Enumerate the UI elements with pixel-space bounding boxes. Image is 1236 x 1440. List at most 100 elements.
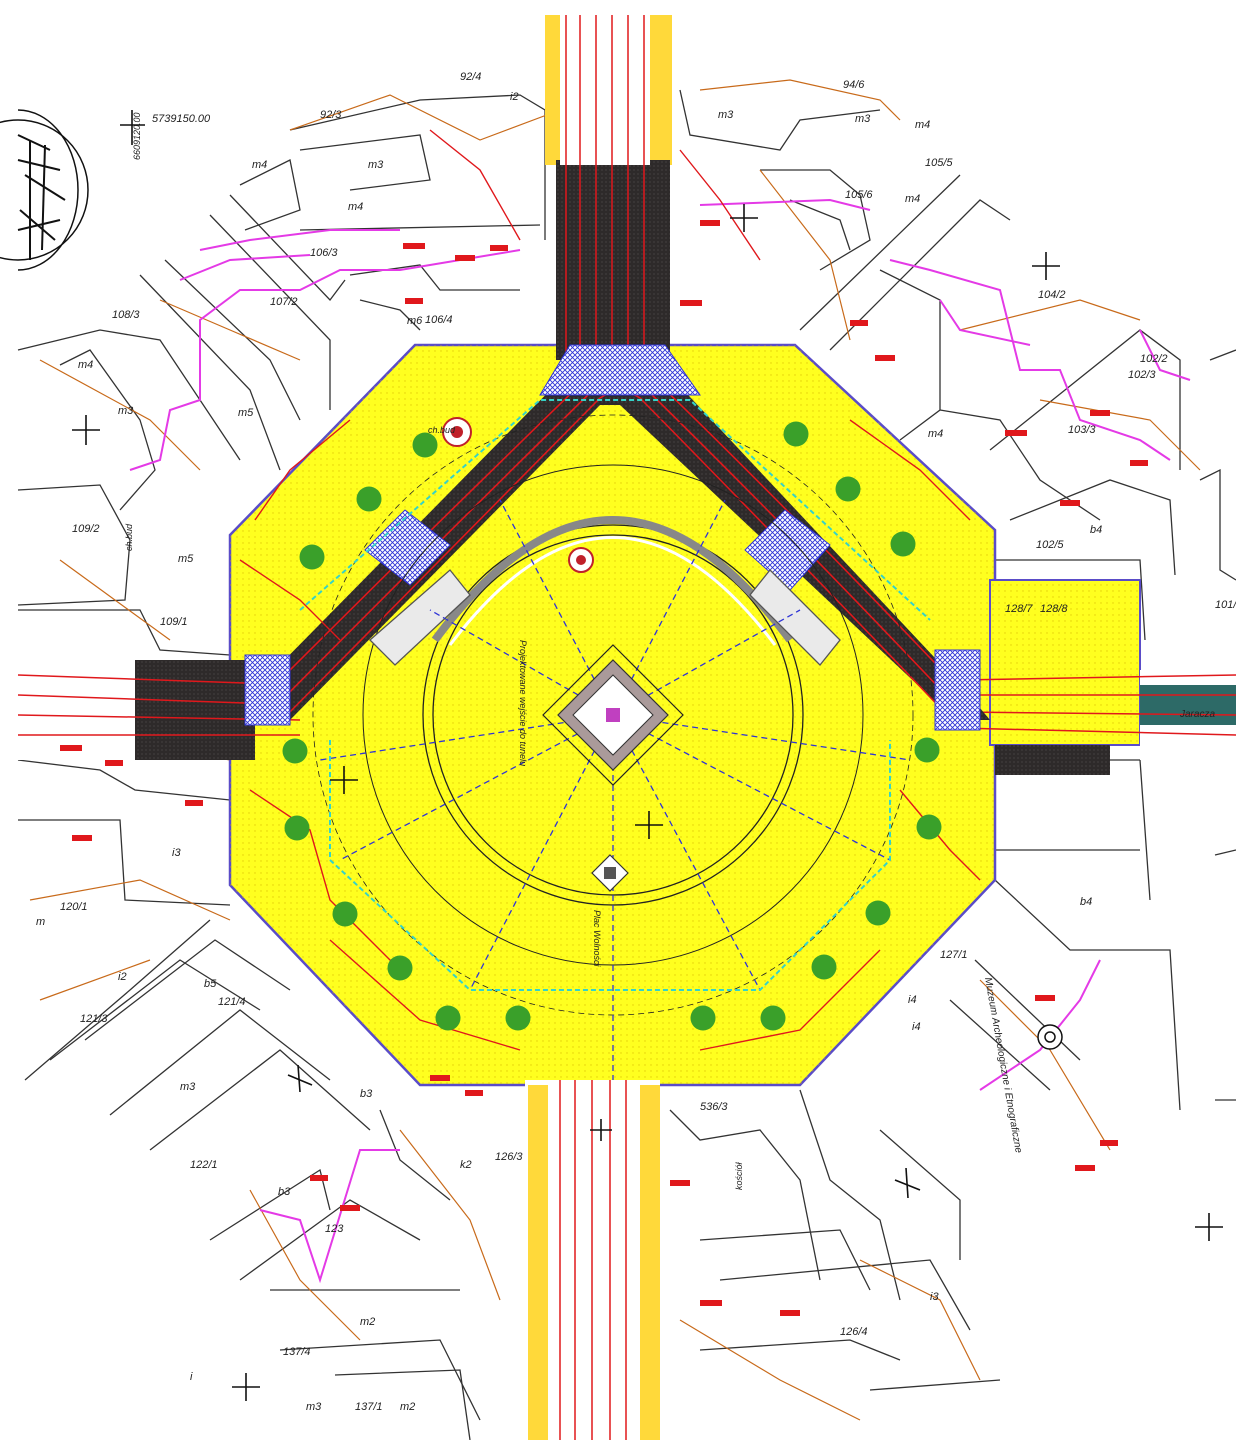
parcel-126-4: 126/4 bbox=[840, 1326, 868, 1338]
west-street bbox=[17, 660, 301, 760]
cyan-boundary-top bbox=[299, 399, 931, 621]
parcel-102-3: 102/3 bbox=[1128, 369, 1156, 381]
parcel-109-2: 109/2 bbox=[72, 523, 100, 535]
parcel-102-5: 102/5 bbox=[1036, 539, 1064, 551]
fountain-center bbox=[568, 547, 594, 573]
parcel-128-8: 128/8 bbox=[1040, 603, 1068, 615]
gas-network bbox=[129, 198, 1191, 1284]
tree-marker bbox=[435, 1005, 461, 1031]
zone-b3-a: b3 bbox=[360, 1088, 373, 1100]
parcel-127-1: 127/1 bbox=[940, 949, 968, 961]
zone-m5-b: m5 bbox=[178, 553, 194, 565]
north-street bbox=[545, 15, 672, 360]
note-projected-entry: Projektowane wejście do tunelu bbox=[518, 640, 528, 766]
note-ch-bud-1: ch.bud bbox=[428, 425, 456, 435]
zone-m3-top: m3 bbox=[368, 159, 384, 171]
tree-marker bbox=[811, 954, 837, 980]
zone-k4: i4 bbox=[912, 1021, 921, 1033]
elevation-marks bbox=[60, 220, 1148, 1316]
coord-north: 5739150.00 bbox=[152, 113, 211, 125]
labels: 5739150.00 6609120.00 92/4 92/3 94/6 105… bbox=[36, 71, 1236, 1413]
water-network bbox=[239, 129, 981, 1051]
central-circle bbox=[312, 414, 914, 1016]
tree-marker bbox=[282, 738, 308, 764]
location-inset bbox=[0, 109, 89, 271]
parcel-92-3: 92/3 bbox=[320, 109, 342, 121]
parcel-108-3: 108/3 bbox=[112, 309, 140, 321]
note-jaracza: Jaracza bbox=[1179, 709, 1215, 720]
parcel-106-3: 106/3 bbox=[310, 247, 338, 259]
zone-m3-top2: m3 bbox=[718, 109, 734, 121]
central-monument bbox=[542, 644, 684, 786]
parcel-121-3: 121/3 bbox=[80, 1013, 108, 1025]
zone-k2: k2 bbox=[460, 1159, 472, 1171]
zone-m6: m6 bbox=[407, 315, 423, 327]
zone-m4-r2: m4 bbox=[928, 428, 943, 440]
note-kosciol: kościół bbox=[734, 1161, 744, 1190]
small-monument-south bbox=[591, 854, 629, 892]
zone-m2-a: m2 bbox=[360, 1316, 375, 1328]
fountain-north bbox=[442, 417, 472, 447]
parcel-536-3: 536/3 bbox=[700, 1101, 728, 1113]
zone-m4-top: m4 bbox=[348, 201, 363, 213]
zone-b3-b: b3 bbox=[278, 1186, 291, 1198]
tree-marker bbox=[505, 1005, 531, 1031]
parcel-128-7: 128/7 bbox=[1005, 603, 1033, 615]
tree-marker bbox=[835, 476, 861, 502]
zone-i-b: i bbox=[190, 1371, 193, 1383]
parcel-92-4: 92/4 bbox=[460, 71, 481, 83]
parcel-120-1: 120/1 bbox=[60, 901, 88, 913]
zone-m3-b: m3 bbox=[306, 1401, 322, 1413]
parcel-105-6: 105/6 bbox=[845, 189, 873, 201]
parcel-137-1: 137/1 bbox=[355, 1401, 383, 1413]
tree-marker bbox=[356, 486, 382, 512]
trees-layer bbox=[282, 421, 942, 1031]
east-street bbox=[959, 579, 1236, 775]
parcel-123: 123 bbox=[325, 1223, 344, 1235]
zone-i3: i3 bbox=[172, 847, 181, 859]
tree-marker bbox=[760, 1005, 786, 1031]
zone-i3-b: i3 bbox=[930, 1291, 939, 1303]
zone-m: m bbox=[36, 916, 45, 928]
zone-m3-l: m3 bbox=[118, 405, 134, 417]
parcel-101: 101/ bbox=[1215, 599, 1236, 611]
zone-m3-topright: m3 bbox=[855, 113, 871, 125]
tree-marker bbox=[916, 814, 942, 840]
survey-crosses bbox=[72, 110, 1223, 1401]
tree-marker bbox=[690, 1005, 716, 1031]
well-symbol bbox=[1037, 1024, 1063, 1050]
zone-i2-left: i2 bbox=[118, 971, 127, 983]
parcel-102-2: 102/2 bbox=[1140, 353, 1168, 365]
parcel-109-1: 109/1 bbox=[160, 616, 188, 628]
tree-marker bbox=[299, 544, 325, 570]
zone-i2-top: i2 bbox=[510, 91, 519, 103]
parcel-107-2: 107/2 bbox=[270, 296, 298, 308]
parcel-122-1: 122/1 bbox=[190, 1159, 218, 1171]
paving-crossings bbox=[244, 344, 981, 731]
tree-marker bbox=[284, 815, 310, 841]
zone-m3-c: m3 bbox=[180, 1081, 196, 1093]
tree-marker bbox=[412, 432, 438, 458]
zone-b4-b: b4 bbox=[1080, 896, 1092, 908]
south-street bbox=[525, 1080, 660, 1440]
parcel-121-4: 121/4 bbox=[218, 996, 246, 1008]
zone-m4-tl: m4 bbox=[252, 159, 267, 171]
zone-m5-a: m5 bbox=[238, 407, 254, 419]
zone-m2-b: m2 bbox=[400, 1401, 415, 1413]
zone-b4-a: b4 bbox=[1090, 524, 1102, 536]
parcel-137-4: 137/4 bbox=[283, 1346, 311, 1358]
parcel-126-3: 126/3 bbox=[495, 1151, 523, 1163]
parcel-103-3: 103/3 bbox=[1068, 424, 1096, 436]
parcel-104-2: 104/2 bbox=[1038, 289, 1066, 301]
zone-i4-a: i4 bbox=[908, 994, 917, 1006]
note-ch-bud-2: ch.bud bbox=[124, 523, 134, 551]
zone-m4-l: m4 bbox=[78, 359, 93, 371]
tree-marker bbox=[387, 955, 413, 981]
note-plac-wolnosci: Plac Wolności bbox=[592, 910, 602, 968]
zone-b5: b5 bbox=[204, 978, 217, 990]
cyan-boundary bbox=[329, 740, 891, 991]
parcel-106-4: 106/4 bbox=[425, 314, 453, 326]
zone-m4-tr: m4 bbox=[915, 119, 930, 131]
zone-m4-r: m4 bbox=[905, 193, 920, 205]
